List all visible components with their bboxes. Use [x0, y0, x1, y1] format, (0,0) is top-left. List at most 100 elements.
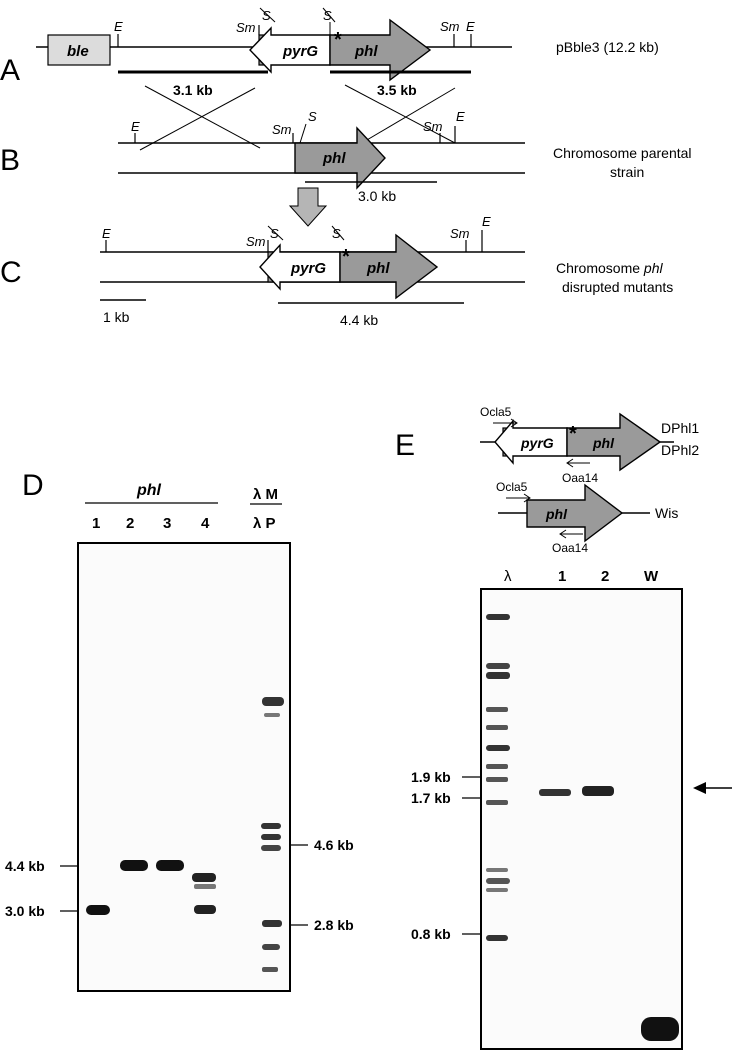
gel-d-marker-band: [261, 823, 281, 829]
panel-a: A ble E pyrG phl * Sm S S Sm E 3.1 kb 3.…: [0, 7, 659, 151]
phl-label-c: phl: [366, 260, 390, 277]
e-primer-ocla5-2-head: [523, 493, 531, 503]
fragment-c-label: 4.4 kb: [340, 312, 378, 328]
pyrG-arrow: [249, 26, 331, 74]
gel-d-lane-4: 4: [201, 515, 210, 532]
e-primer-ocla5-2: Ocla5: [496, 480, 528, 494]
cross-left-2: [139, 87, 256, 151]
gel-e-marker-band: [486, 764, 508, 769]
gel-d-marker-band: [262, 920, 282, 927]
gel-e-marker-band: [486, 878, 510, 884]
gel-d-lane-2: 2: [126, 515, 134, 532]
site-s-c: S: [270, 226, 279, 241]
site-e-label: E: [114, 19, 123, 34]
gel-e-band: [582, 786, 614, 796]
gel-e-size-19: 1.9 kb: [411, 769, 451, 785]
gel-e-marker-band: [486, 745, 510, 751]
caption-b-line2: strain: [610, 164, 644, 180]
gel-e-band: [641, 1017, 679, 1041]
e-wis-phl-arrow: [526, 483, 624, 543]
e-mutation-star: *: [569, 423, 577, 445]
gel-e-frame: [480, 588, 683, 1050]
e-primer-oaa14-2-head: [559, 529, 567, 539]
fragment-a-left-label: 3.1 kb: [173, 82, 213, 98]
gel-d-marker-band: [264, 713, 280, 717]
phl-arrow-b: [294, 126, 386, 190]
panel-c: C pyrG phl * E Sm S S Sm E 4.4 kb 1 kb C…: [0, 214, 673, 328]
site-sm-b: Sm: [272, 122, 292, 137]
panel-c-letter: C: [0, 256, 22, 289]
down-arrow-icon: [288, 187, 328, 227]
panel-a-letter: A: [0, 54, 20, 87]
gel-e-marker-band: [486, 935, 508, 941]
ble-gene-box: [47, 34, 111, 66]
e-phl-arrow: [566, 412, 662, 472]
gel-d-band: [192, 873, 216, 882]
mutation-star-c: *: [342, 246, 350, 268]
site-s2-slash: [322, 7, 336, 23]
site-s-b-tick: [299, 123, 307, 144]
arrow-left-icon: [693, 782, 732, 794]
gel-d-marker-band: [262, 697, 284, 706]
e-primer-ocla5-1: Ocla5: [480, 405, 512, 419]
caption-c-word: Chromosome: [556, 260, 644, 276]
gel-e-marker-band: [486, 672, 510, 679]
caption-a: pBble3 (12.2 kb): [556, 39, 659, 55]
panel-b: B phl E Sm S Sm E 3.0 kb Chromosome pare…: [0, 109, 692, 227]
e-primer-ocla5-1-head: [510, 418, 518, 428]
site-e-b-right: E: [456, 109, 465, 124]
e-primer-oaa14-1: Oaa14: [562, 471, 598, 485]
gel-d-marker-bottom: λ P: [253, 515, 276, 532]
mutation-star: *: [334, 29, 342, 51]
site-s2-label: S: [323, 8, 332, 23]
e-primer-oaa14-2: Oaa14: [552, 541, 588, 555]
gel-e-size-08: 0.8 kb: [411, 926, 451, 942]
gel-d-size-30: 3.0 kb: [5, 903, 45, 919]
panel-e: E pyrG phl * DPhl1 DPhl2 Ocla5 Oaa14 Ocl…: [395, 405, 732, 1050]
phl-label-b: phl: [322, 150, 346, 167]
gel-d-marker-band: [262, 967, 278, 972]
gel-e-marker-band: [486, 614, 510, 620]
gel-d-lane-1: 1: [92, 515, 100, 532]
site-s-slash: [259, 7, 276, 23]
e-pyrG-label: pyrG: [520, 435, 554, 451]
site-s-label: S: [262, 8, 271, 23]
gel-d-marker-band: [261, 834, 281, 840]
gel-d-lane-3: 3: [163, 515, 171, 532]
gel-e-marker-band: [486, 725, 508, 730]
panel-d-letter: D: [22, 469, 44, 502]
gel-e-lane-1: 1: [558, 568, 566, 585]
cross-right-1: [344, 84, 456, 144]
site-sm-right-label: Sm: [440, 19, 460, 34]
gel-e-lane-lambda: λ: [504, 568, 512, 585]
e-wis-phl-label: phl: [545, 506, 568, 522]
panel-b-letter: B: [0, 144, 20, 177]
gel-d-band: [194, 884, 216, 889]
pyrG-label: pyrG: [282, 43, 318, 60]
caption-c-line1: Chromosome phl: [556, 260, 663, 276]
site-s2-c: S: [332, 226, 341, 241]
gel-d-size-44: 4.4 kb: [5, 858, 45, 874]
gel-d-group-label: phl: [136, 482, 162, 499]
gel-d-size-46: 4.6 kb: [314, 837, 354, 853]
site-s-b: S: [308, 109, 317, 124]
gel-d-marker-top: λ M: [253, 486, 278, 503]
caption-c-line2: disrupted mutants: [562, 279, 673, 295]
fragment-b-label: 3.0 kb: [358, 188, 396, 204]
panel-d: D phl 1 2 3 4 λ M λ P 4.4 kb 3.0 kb 4.6 …: [5, 469, 354, 992]
site-e-b: E: [131, 119, 140, 134]
pyrG-label-c: pyrG: [290, 260, 326, 277]
e-pyrG-arrow: [494, 419, 568, 465]
phl-arrow: [329, 18, 432, 82]
panel-e-letter: E: [395, 429, 415, 462]
pyrG-arrow-c: [259, 243, 341, 291]
gel-e-lane-2: 2: [601, 568, 609, 585]
phl-label: phl: [354, 43, 378, 60]
gel-e-size-17: 1.7 kb: [411, 790, 451, 806]
gel-d-size-28: 2.8 kb: [314, 917, 354, 933]
caption-c-italic: phl: [643, 260, 664, 276]
e-strain-dphl2: DPhl2: [661, 442, 699, 458]
site-sm-c: Sm: [246, 234, 266, 249]
